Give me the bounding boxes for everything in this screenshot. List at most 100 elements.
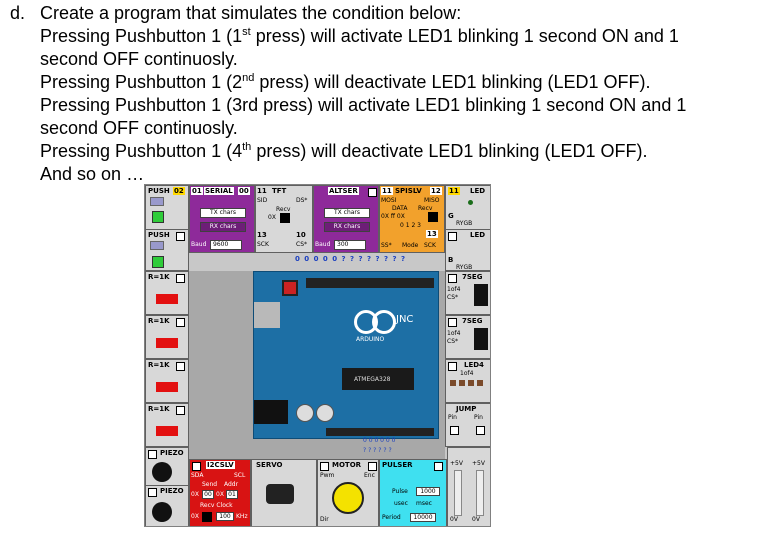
- resistor-3-checkbox[interactable]: [176, 362, 185, 371]
- i2cslv-panel: I2CSLV SDA SCL Send Addr 0X 00 0X 01 Rec…: [189, 459, 251, 526]
- sda-label: SDA: [191, 472, 204, 479]
- i2cslv-title: I2CSLV: [206, 461, 235, 469]
- push-panel-1: PUSH 02: [145, 185, 189, 231]
- altser-tx-field[interactable]: TX chars: [324, 208, 370, 218]
- push-2-checkbox[interactable]: [176, 232, 185, 241]
- seg7-panel-2: 7SEG 1of4 CS*: [445, 315, 490, 359]
- motor-panel: MOTOR Pwm Enc Dir: [317, 459, 379, 526]
- sid-label: SID: [257, 197, 268, 204]
- servo-panel: SERVO: [251, 459, 317, 526]
- piezo-1-icon: [152, 462, 172, 482]
- khz-label: KHz: [236, 513, 248, 520]
- altser-title: ALTSER: [328, 187, 359, 195]
- enc-label: Enc: [364, 472, 375, 479]
- resistor-panel-2: R=1K: [145, 315, 189, 359]
- pulser-checkbox[interactable]: [434, 462, 443, 471]
- spislv-pin-b: 12: [430, 187, 442, 195]
- piezo-2-checkbox[interactable]: [148, 488, 157, 497]
- power-slider-2[interactable]: [476, 470, 484, 516]
- motor-checkbox[interactable]: [320, 462, 329, 471]
- resistor-panel-4: R=1K: [145, 403, 189, 447]
- tft-recv: Recv: [276, 206, 291, 213]
- piezo-panel-2: PIEZO: [145, 485, 189, 526]
- atmega-chip: [342, 368, 414, 390]
- i2cslv-checkbox[interactable]: [192, 462, 201, 471]
- tft-panel: 11 TFT SID DS* Recv 0X 13 SCK 10 CS*: [255, 185, 313, 253]
- slider-4[interactable]: [156, 426, 178, 436]
- power-jack: [254, 400, 288, 424]
- led-color-b: B: [448, 256, 454, 264]
- slider-3[interactable]: [156, 382, 178, 392]
- resistor-4-checkbox[interactable]: [176, 406, 185, 415]
- led-1-indicator: [468, 200, 473, 205]
- resistor-label-1: R=1K: [148, 273, 170, 281]
- scl-label: SCL: [234, 472, 246, 479]
- jump-pin-b: Pin: [474, 414, 483, 421]
- usb-port: [254, 302, 280, 328]
- slider-1[interactable]: [156, 294, 178, 304]
- push-pin-1: 02: [173, 187, 185, 195]
- resistor-1-checkbox[interactable]: [176, 274, 185, 283]
- spi-bits: 0 1 2 3: [400, 222, 421, 229]
- condition-3-cont: second OFF continuosly.: [40, 118, 238, 138]
- piezo-panel-1: PIEZO: [145, 447, 189, 487]
- period-value[interactable]: 10000: [410, 513, 436, 522]
- led4-of4: 1of4: [460, 370, 474, 377]
- recv-clock-label: Recv Clock: [200, 502, 233, 509]
- zero-v-label-2: 0V: [472, 516, 480, 523]
- servo-icon: [266, 484, 294, 504]
- seg7-display-1: [474, 284, 488, 306]
- tft-value-box: [280, 213, 290, 223]
- led-color-g: G: [448, 212, 454, 220]
- spislv-title: SPISLV: [395, 187, 422, 195]
- altser-checkbox[interactable]: [368, 188, 377, 197]
- pulse-value[interactable]: 1000: [416, 487, 440, 496]
- power-slider-1[interactable]: [454, 470, 462, 516]
- i2c-recv-box: [202, 512, 212, 522]
- slider-2[interactable]: [156, 338, 178, 348]
- condition-1: Pressing Pushbutton 1 (1st press) will a…: [40, 26, 679, 46]
- resistor-label-3: R=1K: [148, 361, 170, 369]
- digital-header: [306, 278, 434, 288]
- servo-label: SERVO: [256, 461, 283, 469]
- addr-value[interactable]: 01: [226, 490, 238, 499]
- motor-enc-checkbox[interactable]: [368, 462, 377, 471]
- seg7-2-checkbox[interactable]: [448, 318, 457, 327]
- spi-sck-label: SCK: [424, 242, 436, 249]
- task-heading: Create a program that simulates the cond…: [40, 3, 462, 23]
- pushbutton-2[interactable]: [152, 256, 164, 268]
- baud-label-1: Baud: [191, 241, 207, 248]
- arduino-logo-text: ARDUINO: [356, 336, 385, 343]
- switch-icon: [150, 197, 164, 206]
- baud-select-1[interactable]: 9600: [210, 240, 242, 250]
- seg7-1-checkbox[interactable]: [448, 274, 457, 283]
- recv-ox: 0X: [191, 513, 199, 520]
- push-panel-2: PUSH: [145, 229, 189, 271]
- jnc-label: JNC: [396, 314, 414, 325]
- baud-select-2[interactable]: 300: [334, 240, 366, 250]
- jump-pin-a: Pin: [448, 414, 457, 421]
- analog-header: [326, 428, 434, 436]
- clock-value[interactable]: 100: [216, 512, 234, 521]
- cs-pin: 10: [296, 231, 306, 239]
- piezo-1-checkbox[interactable]: [148, 450, 157, 459]
- led4-checkbox[interactable]: [448, 362, 457, 371]
- infinity-logo-right: [372, 310, 396, 334]
- send-value[interactable]: 00: [202, 490, 214, 499]
- analog-pin-states: 0 0 0 0 0 0: [363, 437, 396, 444]
- led-2-checkbox[interactable]: [448, 232, 457, 241]
- ds-label: DS*: [296, 197, 308, 204]
- jump-checkbox-b[interactable]: [476, 426, 485, 435]
- altser-panel: ALTSER TX chars RX chars Baud 300: [313, 185, 379, 253]
- baud-label-2: Baud: [315, 241, 331, 248]
- pushbutton-1[interactable]: [152, 211, 164, 223]
- serial-tx-field[interactable]: TX chars: [200, 208, 246, 218]
- zero-v-label-1: 0V: [450, 516, 458, 523]
- reset-button[interactable]: [282, 280, 298, 296]
- addr-ox: 0X: [216, 491, 224, 498]
- led-label-2: LED: [470, 231, 486, 239]
- spislv-pin-a: 11: [381, 187, 393, 195]
- resistor-2-checkbox[interactable]: [176, 318, 185, 327]
- jump-checkbox-a[interactable]: [450, 426, 459, 435]
- motor-wheel-icon: [332, 482, 364, 514]
